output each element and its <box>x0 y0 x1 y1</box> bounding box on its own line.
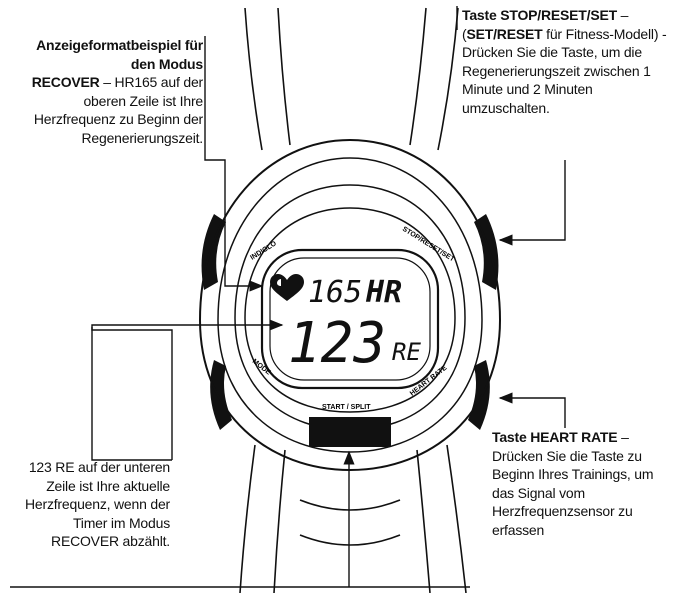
indiglo-button <box>201 214 226 290</box>
display-bottom-unit: RE <box>392 338 421 366</box>
callout-heart-rate-button: Taste HEART RATE – Drücken Sie die Taste… <box>492 429 654 538</box>
leader-top-left <box>204 36 264 292</box>
start-split-button <box>309 417 391 447</box>
bezel-label-heart-rate: HEART RATE <box>409 364 449 397</box>
callout-current-heart-rate: 123 RE auf der unteren Zeile ist Ihre ak… <box>24 458 170 551</box>
leader-lines <box>10 6 566 588</box>
display-top-value: 165 <box>308 275 362 310</box>
leader-bottom-left <box>91 327 173 460</box>
bezel-label-start-split: START / SPLIT <box>322 404 371 411</box>
bezel-label-indiglo: INDIGLO <box>249 240 278 262</box>
callout-stop-reset-set-text: für Fitness-Modell) - Drücken Sie die Ta… <box>462 25 667 116</box>
callout-current-heart-rate-text: 123 RE auf der unteren Zeile ist Ihre ak… <box>24 459 170 549</box>
display-top-unit: HR <box>365 275 402 310</box>
bezel-label-stop-reset-set: STOP/RESET/SET <box>401 226 456 264</box>
callout-display-format-text: – HR165 auf der oberen Zeile ist Ihre He… <box>33 74 203 146</box>
side-buttons <box>201 214 499 430</box>
heart-rate-button <box>468 360 490 430</box>
callout-heart-rate-button-title: Taste HEART RATE <box>492 429 618 445</box>
display-bottom-value: 123 <box>288 311 386 376</box>
watch-strap <box>239 7 467 593</box>
callout-stop-reset-set-label: SET/RESET <box>466 25 543 42</box>
callout-display-format-mode: RECOVER <box>31 74 100 90</box>
mode-button <box>210 360 232 430</box>
callout-display-format: Anzeigeformatbeispiel für den Modus RECO… <box>18 36 203 147</box>
callout-stop-reset-set-title: Taste STOP/RESET/SET <box>462 7 617 23</box>
callout-display-format-title: Anzeigeformatbeispiel für den Modus <box>36 37 203 72</box>
stop-reset-set-button <box>474 214 499 290</box>
callout-heart-rate-button-text: Drücken Sie die Taste zu Beginn Ihres Tr… <box>492 447 654 538</box>
heart-icon <box>270 274 304 301</box>
callout-stop-reset-set: Taste STOP/RESET/SET – (SET/RESET für Fi… <box>462 7 667 116</box>
leader-bottom-right <box>498 392 566 428</box>
